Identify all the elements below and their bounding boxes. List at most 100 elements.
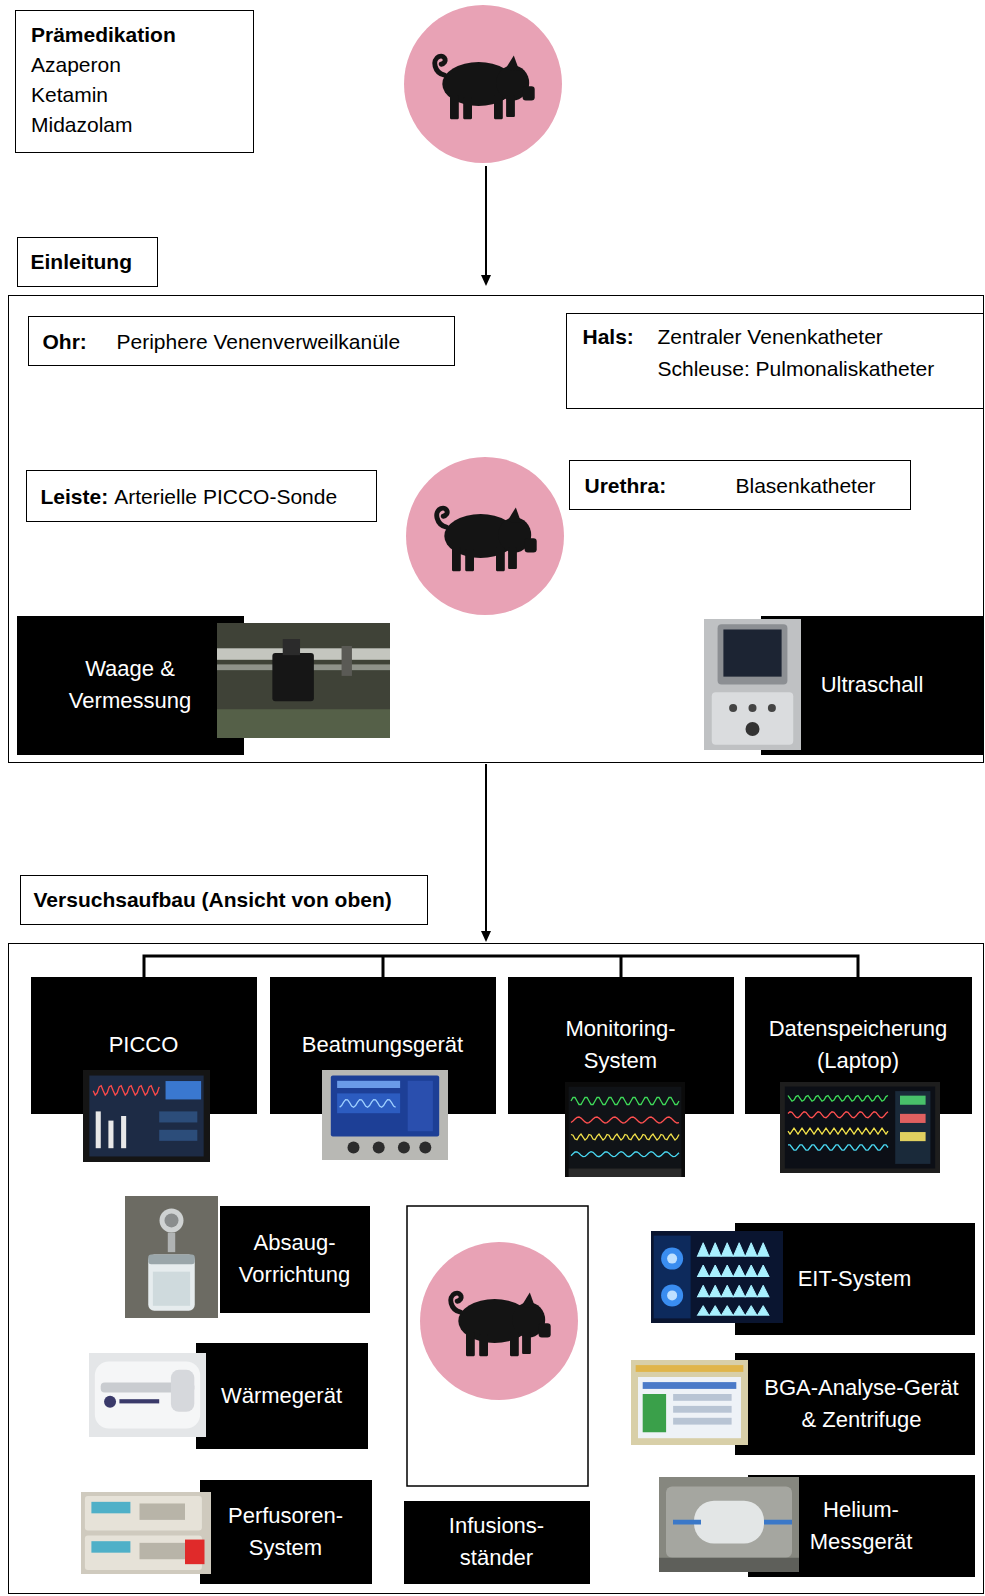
- list-item: Midazolam: [31, 110, 133, 140]
- device-photo: [631, 1360, 748, 1445]
- device-photo: [125, 1196, 218, 1318]
- pig-circle: [420, 1242, 578, 1400]
- group-frame: EinleitungOhr:Periphere Venenverweilkanü…: [8, 295, 984, 763]
- device-label: Datenspeicherung (Laptop): [769, 1013, 948, 1077]
- heading-box: Versuchsaufbau (Ansicht von oben): [20, 875, 428, 925]
- device-label: EIT-System: [798, 1263, 912, 1295]
- group-frame: Versuchsaufbau (Ansicht von oben)PICCOBe…: [8, 943, 984, 1594]
- photo-drawing: [217, 623, 390, 738]
- label-slot: Datenspeicherung (Laptop): [745, 977, 972, 1114]
- device-label: Ultraschall: [821, 669, 924, 701]
- body-slot: Zentraler Venenkatheter: [658, 321, 883, 353]
- catheter-text: Periphere Venenverweilkanüle: [117, 330, 401, 353]
- label-slot: Helium- Messgerät: [748, 1475, 975, 1577]
- device-photo: [565, 1082, 685, 1177]
- flow-arrow: [485, 166, 487, 276]
- label-slot: Wärmegerät: [196, 1343, 368, 1449]
- device-photo: [651, 1231, 783, 1323]
- label-slot: Hals:: [583, 321, 634, 353]
- pig-circle: [406, 457, 564, 615]
- body-slot: Blasenkatheter: [736, 471, 876, 501]
- arrowhead: [481, 931, 491, 942]
- operating-table: [407, 1206, 588, 1486]
- label-slot: Leiste:: [41, 482, 109, 512]
- device-box: EIT-System: [735, 1223, 975, 1335]
- device-label: PICCO: [109, 1029, 179, 1061]
- label-slot: Infusions- ständer: [404, 1501, 590, 1584]
- device-label: Waage & Vermessung: [69, 653, 191, 717]
- device-label: Wärmegerät: [221, 1380, 342, 1412]
- list-item: Azaperon: [31, 50, 121, 80]
- pig-icon: [435, 55, 535, 119]
- list-heading: Prämedikation: [31, 20, 176, 50]
- access-box: Urethra: Blasenkatheter: [569, 460, 911, 510]
- catheter-text: Blasenkatheter: [736, 474, 876, 497]
- photo-drawing: [631, 1360, 748, 1445]
- photo-drawing: [651, 1231, 783, 1323]
- access-box: Leiste:Arterielle PICCO-Sonde: [26, 470, 377, 522]
- access-box: Ohr: Periphere Venenverweilkanüle: [28, 316, 455, 366]
- heading-box: Einleitung: [17, 237, 158, 287]
- catheter-text: Arterielle PICCO-Sonde: [114, 485, 337, 508]
- connector: [481, 764, 491, 942]
- device-photo: [89, 1353, 206, 1437]
- label-slot: EIT-System: [735, 1223, 975, 1335]
- site-label: Leiste:: [41, 485, 109, 508]
- device-label: Helium- Messgerät: [810, 1494, 913, 1558]
- pig-icon: [437, 507, 537, 571]
- device-photo: [217, 623, 390, 738]
- photo-drawing: [704, 619, 801, 750]
- device-box: Monitoring- System: [508, 977, 734, 1114]
- label-slot: Monitoring- System: [508, 977, 734, 1114]
- device-box: Datenspeicherung (Laptop): [745, 977, 972, 1114]
- note-box: PrämedikationAzaperonKetaminMidazolam: [15, 10, 254, 153]
- connector-line: [485, 764, 487, 932]
- device-bracket: [144, 956, 858, 977]
- device-box: Infusions- ständer: [404, 1501, 590, 1584]
- body-slot: Arterielle PICCO-Sonde: [114, 482, 337, 512]
- arrowhead: [481, 275, 491, 286]
- device-label: Monitoring- System: [565, 1013, 675, 1077]
- device-label: Infusions- ständer: [449, 1510, 544, 1574]
- device-box: Ultraschall: [761, 616, 984, 755]
- body-slot: Periphere Venenverweilkanüle: [117, 327, 401, 357]
- device-photo: [322, 1070, 448, 1160]
- photo-drawing: [125, 1196, 218, 1318]
- site-label: Hals:: [583, 325, 634, 348]
- device-box: PICCO: [31, 977, 257, 1114]
- device-photo: [83, 1070, 210, 1162]
- device-label: Perfusoren- System: [228, 1500, 343, 1564]
- photo-drawing: [89, 1353, 206, 1437]
- photo-drawing: [659, 1477, 799, 1572]
- device-label: Absaug- Vorrichtung: [239, 1227, 350, 1291]
- device-photo: [81, 1492, 211, 1574]
- photo-drawing: [83, 1070, 210, 1162]
- frame-heading: Einleitung: [31, 250, 133, 273]
- device-box: Absaug- Vorrichtung: [220, 1206, 370, 1313]
- pig-circle: [404, 5, 562, 163]
- access-box: Hals: Zentraler VenenkatheterSchleuse: Pu…: [566, 313, 984, 409]
- photo-drawing: [81, 1492, 211, 1574]
- device-box: Helium- Messgerät: [748, 1475, 975, 1577]
- label-slot: PICCO: [31, 977, 257, 1114]
- device-box: Wärmegerät: [196, 1343, 368, 1449]
- device-photo: [704, 619, 801, 750]
- device-photo: [659, 1477, 799, 1572]
- device-label: Beatmungsgerät: [302, 1029, 463, 1061]
- catheter-text: Schleuse: Pulmonaliskatheter: [658, 357, 935, 380]
- pig-icon: [451, 1292, 551, 1356]
- photo-drawing: [322, 1070, 448, 1160]
- device-box: Perfusoren- System: [200, 1480, 372, 1584]
- device-box: BGA-Analyse-Gerät & Zentrifuge: [735, 1353, 975, 1455]
- site-label: Ohr:: [43, 330, 87, 353]
- label-slot: Beatmungsgerät: [270, 977, 496, 1114]
- photo-drawing: [780, 1082, 940, 1173]
- label-slot: Ohr:: [43, 327, 87, 357]
- device-box: Waage & Vermessung: [17, 616, 244, 755]
- catheter-text: Zentraler Venenkatheter: [658, 325, 883, 348]
- frame-heading: Versuchsaufbau (Ansicht von oben): [34, 888, 392, 911]
- label-slot: Ultraschall: [761, 616, 984, 755]
- label-slot: Waage & Vermessung: [17, 616, 244, 755]
- label-slot: Urethra:: [585, 471, 667, 501]
